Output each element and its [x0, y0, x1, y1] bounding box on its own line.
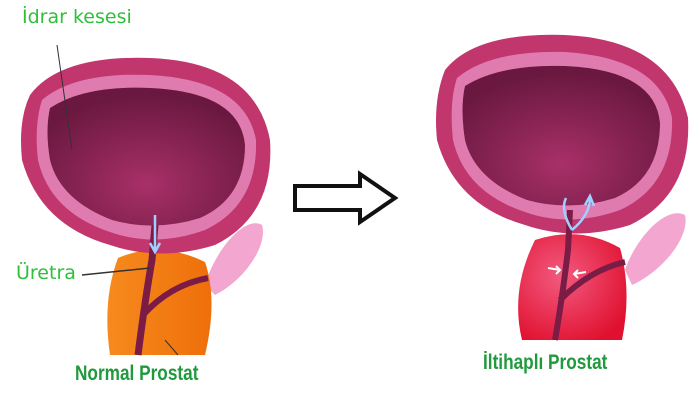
bladder-pointer [56, 44, 73, 151]
inflamed-prostate-illustration [436, 34, 689, 341]
flow-arrow-icon [562, 193, 596, 231]
bladder-label: İdrar kesesi [22, 6, 132, 28]
flow-arrow-icon [148, 215, 162, 255]
urethra-pointer [81, 267, 151, 276]
seminal-vesicle [625, 213, 686, 285]
normal-prostate-illustration [21, 44, 271, 356]
bladder-inner [47, 87, 245, 226]
bladder-inner [462, 65, 660, 206]
transition-arrow-icon [293, 170, 399, 226]
urethra [134, 224, 159, 356]
normal-prostate-caption: Normal Prostat [75, 362, 199, 385]
seminal-vesicle [205, 223, 263, 295]
compression-arrow-icon [572, 269, 587, 279]
inflamed-prostate-caption: İltihaplı Prostat [483, 351, 608, 374]
compression-arrow-icon [547, 265, 562, 275]
urethra [552, 209, 573, 341]
urethra-label: Üretra [16, 262, 76, 284]
